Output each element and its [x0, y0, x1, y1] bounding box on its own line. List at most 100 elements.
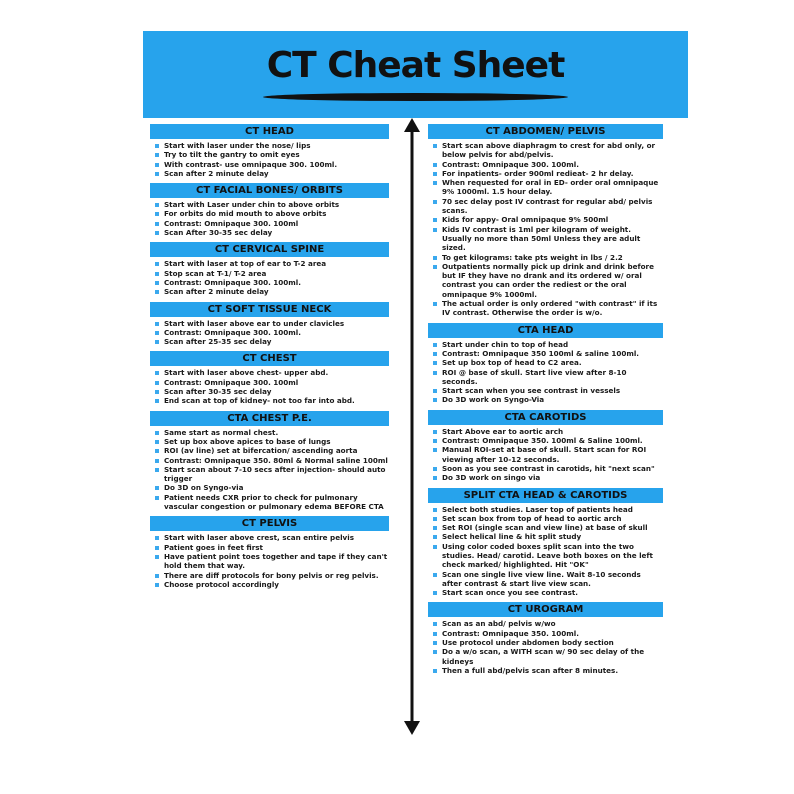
bullet-list: Start scan above diaphragm to crest for …: [428, 139, 663, 320]
list-item: Set scan box from top of head to aortic …: [428, 514, 663, 523]
bullet-list: Start with laser above ear to under clav…: [150, 317, 389, 349]
list-item: Start scan about 7-10 secs after injecti…: [150, 465, 389, 484]
section-ct-soft-tissue-neck: CT SOFT TISSUE NECK Start with laser abov…: [150, 301, 389, 349]
list-item: Scan after 25-35 sec delay: [150, 337, 389, 346]
page-title: CT Cheat Sheet: [266, 45, 566, 86]
section-heading: CT SOFT TISSUE NECK: [150, 301, 389, 317]
title-underline: [263, 93, 568, 101]
list-item: Start scan when you see contrast in vess…: [428, 386, 663, 395]
list-item: Manual ROI-set at base of skull. Start s…: [428, 445, 663, 464]
list-item: Patient goes in feet first: [150, 543, 389, 552]
right-column: CT ABDOMEN/ PELVIS Start scan above diaph…: [428, 124, 663, 680]
list-item: Start scan above diaphragm to crest for …: [428, 141, 663, 160]
section-heading: CTA CAROTIDS: [428, 409, 663, 425]
list-item: Select both studies. Laser top of patien…: [428, 505, 663, 514]
section-cta-chest-p-e: CTA CHEST P.E.Same start as normal chest…: [150, 410, 389, 514]
section-heading: CT CHEST: [150, 351, 389, 367]
list-item: Stop scan at T-1/ T-2 area: [150, 269, 389, 278]
list-item: Scan after 2 minute delay: [150, 169, 389, 178]
list-item: 70 sec delay post IV contrast for regula…: [428, 197, 663, 216]
list-item: Contrast: Omnipaque 350 100ml & saline 1…: [428, 349, 663, 358]
list-item: When requested for oral in ED- order ora…: [428, 178, 663, 197]
list-item: Start Above ear to aortic arch: [428, 427, 663, 436]
section-heading: CT PELVIS: [150, 516, 389, 532]
list-item: Using color coded boxes split scan into …: [428, 542, 663, 570]
list-item: Kids IV contrast is 1ml per kilogram of …: [428, 225, 663, 253]
list-item: Start with laser under the nose/ lips: [150, 141, 389, 150]
list-item: For inpatients- order 900ml redieat- 2 h…: [428, 169, 663, 178]
bullet-list: Same start as normal chest.Set up box ab…: [150, 426, 389, 514]
list-item: Contrast: Omnipaque 300. 100ml: [150, 219, 389, 228]
list-item: ROI @ base of skull. Start live view aft…: [428, 368, 663, 387]
list-item: Scan After 30-35 sec delay: [150, 228, 389, 237]
list-item: ROI (av line) set at bifercation/ ascend…: [150, 446, 389, 455]
list-item: Use protocol under abdomen body section: [428, 638, 663, 647]
list-item: Start with laser above ear to under clav…: [150, 319, 389, 328]
list-item: Try to tilt the gantry to omit eyes: [150, 150, 389, 159]
list-item: Do a w/o scan, a WITH scan w/ 90 sec del…: [428, 647, 663, 666]
list-item: Do 3D work on Syngo-Via: [428, 395, 663, 404]
list-item: Outpatients normally pick up drink and d…: [428, 262, 663, 299]
list-item: The actual order is only ordered "with c…: [428, 299, 663, 318]
list-item: Have patient point toes together and tap…: [150, 552, 389, 571]
bullet-list: Start with laser above chest- upper abd.…: [150, 366, 389, 407]
section-heading: CT HEAD: [150, 124, 389, 139]
list-item: Start under chin to top of head: [428, 340, 663, 349]
list-item: With contrast- use omnipaque 300. 100ml.: [150, 160, 389, 169]
section-ct-abdomen-pelvis: CT ABDOMEN/ PELVIS Start scan above diaph…: [428, 124, 663, 320]
list-item: Contrast: Omnipaque 300. 100ml.: [150, 328, 389, 337]
list-item: There are diff protocols for bony pelvis…: [150, 571, 389, 580]
list-item: Soon as you see contrast in carotids, hi…: [428, 464, 663, 473]
list-item: Do 3D on Syngo-via: [150, 483, 389, 492]
list-item: Same start as normal chest.: [150, 428, 389, 437]
section-heading: CT UROGRAM: [428, 602, 663, 618]
list-item: Contrast: Omnipaque 350. 80ml & Normal s…: [150, 456, 389, 465]
list-item: Scan one single live view line. Wait 8-1…: [428, 570, 663, 589]
list-item: For orbits do mid mouth to above orbits: [150, 209, 389, 218]
list-item: Contrast: Omnipaque 350. 100ml & Saline …: [428, 436, 663, 445]
bullet-list: Start with laser at top of ear to T-2 ar…: [150, 257, 389, 298]
list-item: Set up box top of head to C2 area.: [428, 358, 663, 367]
bullet-list: Select both studies. Laser top of patien…: [428, 503, 663, 600]
list-item: Start with laser above crest, scan entir…: [150, 533, 389, 542]
list-item: Contrast: Omnipaque 350. 100ml.: [428, 629, 663, 638]
section-heading: CTA HEAD: [428, 322, 663, 338]
list-item: Do 3D work on singo via: [428, 473, 663, 482]
list-item: Set up box above apices to base of lungs: [150, 437, 389, 446]
double-arrow-divider: [404, 118, 420, 735]
list-item: End scan at top of kidney- not too far i…: [150, 396, 389, 405]
list-item: Contrast: Omnipaque 300. 100ml.: [428, 160, 663, 169]
list-item: Set ROI (single scan and view line) at b…: [428, 523, 663, 532]
bullet-list: Start with laser above crest, scan entir…: [150, 531, 389, 591]
section-heading: CTA CHEST P.E.: [150, 410, 389, 426]
section-heading: SPLIT CTA HEAD & CAROTIDS: [428, 487, 663, 503]
section-cta-carotids: CTA CAROTIDS Start Above ear to aortic ar…: [428, 409, 663, 485]
section-heading: CT CERVICAL SPINE: [150, 242, 389, 258]
list-item: Scan as an abd/ pelvis w/wo: [428, 619, 663, 628]
list-item: Then a full abd/pelvis scan after 8 minu…: [428, 666, 663, 675]
list-item: Start with Laser under chin to above orb…: [150, 200, 389, 209]
list-item: Scan after 30-35 sec delay: [150, 387, 389, 396]
title-banner: CT Cheat Sheet: [143, 31, 688, 118]
section-heading: CT ABDOMEN/ PELVIS: [428, 124, 663, 139]
list-item: Start scan once you see contrast.: [428, 588, 663, 597]
list-item: Contrast: Omnipaque 300. 100ml: [150, 378, 389, 387]
list-item: Select helical line & hit split study: [428, 532, 663, 541]
bullet-list: Start with Laser under chin to above orb…: [150, 198, 389, 239]
section-heading: CT FACIAL BONES/ ORBITS: [150, 183, 389, 199]
list-item: Contrast: Omnipaque 300. 100ml.: [150, 278, 389, 287]
section-split-cta-head-carotids: SPLIT CTA HEAD & CAROTIDS Select both stu…: [428, 487, 663, 600]
list-item: Scan after 2 minute delay: [150, 287, 389, 296]
list-item: Choose protocol accordingly: [150, 580, 389, 589]
